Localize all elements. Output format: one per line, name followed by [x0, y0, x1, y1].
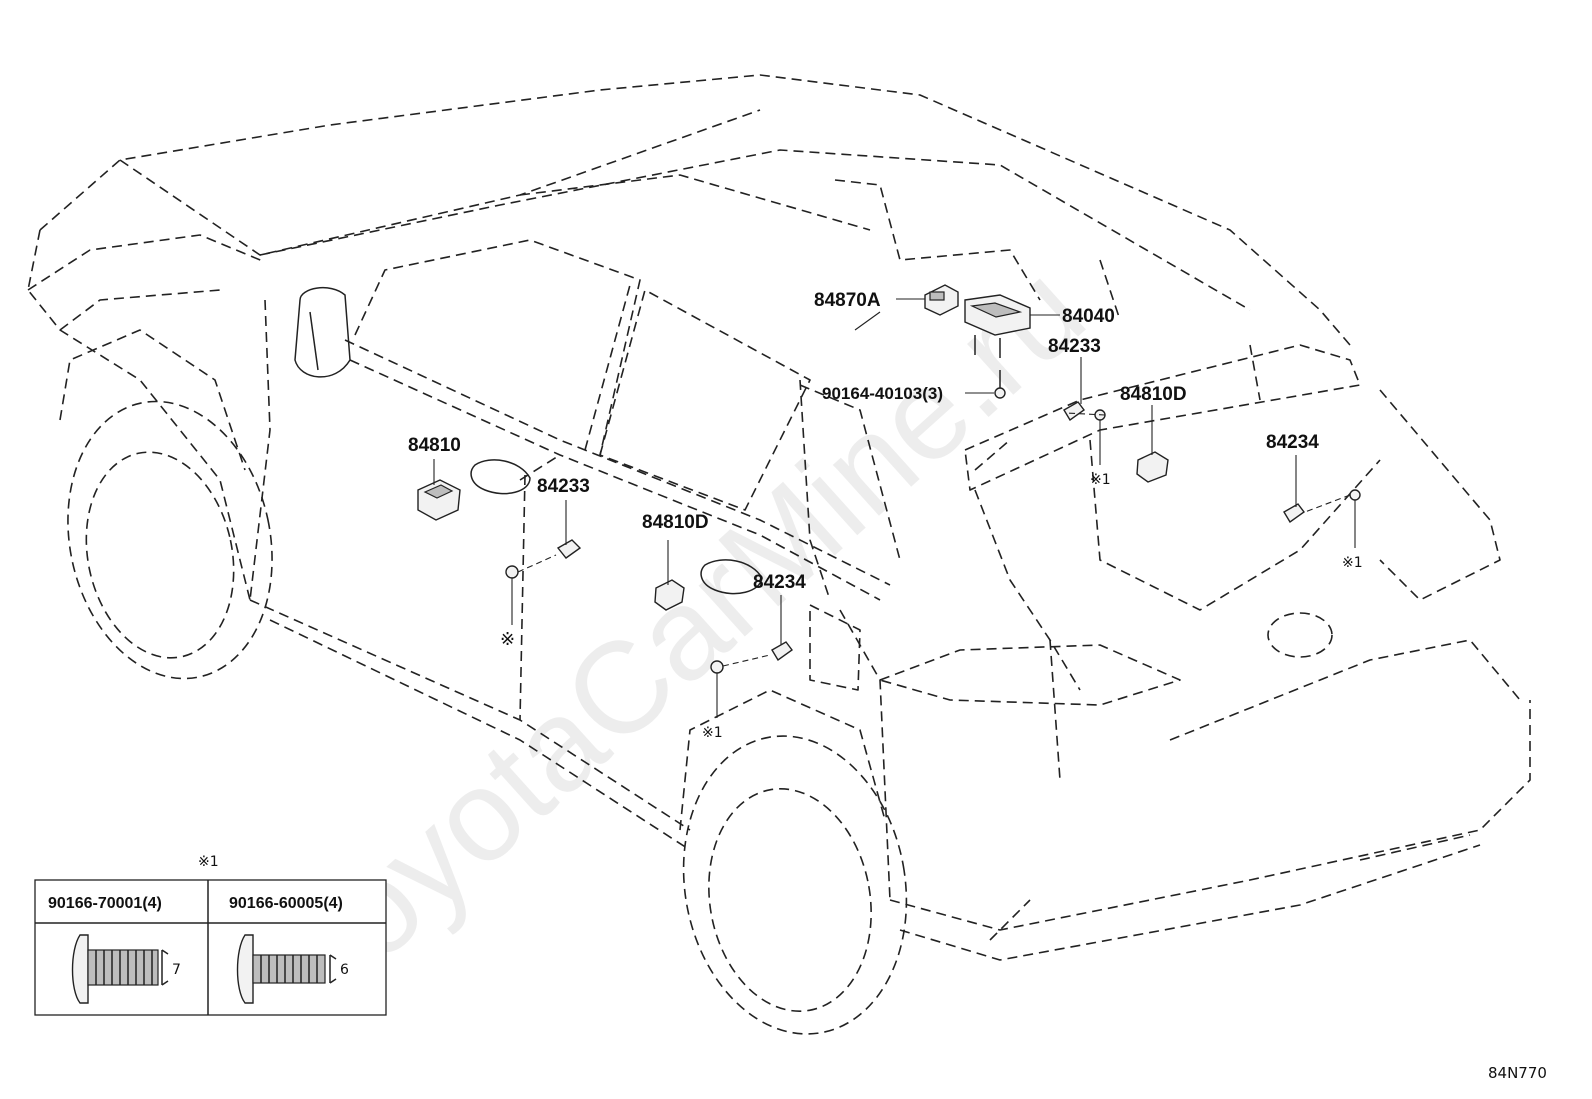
part-screw-mid	[505, 565, 519, 579]
legend-col1-header: 90166-70001(4)	[48, 895, 162, 912]
legend-col1-dim: 7	[172, 962, 181, 978]
fastener-legend-table: ※1 90166-70001(4) 90166-60005(4) 7 6	[34, 854, 387, 1016]
label-84234-mid: 84234	[753, 572, 806, 593]
note-mark-mid: ※	[500, 629, 515, 650]
part-84870a-switch	[924, 284, 959, 316]
part-84233-clip-mid	[556, 539, 582, 559]
part-84040-master-switch	[964, 294, 1031, 358]
label-84233-top: 84233	[1048, 336, 1101, 357]
note-mark-right: ※1	[1342, 555, 1363, 571]
note-mark-top: ※1	[1090, 472, 1111, 488]
note-mark-bottom: ※1	[702, 725, 723, 741]
bolt-icon-90166-60005	[236, 934, 337, 1004]
label-84810d-top: 84810D	[1120, 384, 1187, 405]
part-84234-clip-right	[1283, 503, 1305, 524]
diagram-code: 84N770	[1488, 1064, 1547, 1082]
label-84870a: 84870A	[814, 290, 881, 311]
part-90164-screw	[994, 370, 1006, 399]
part-screw-right	[1349, 489, 1361, 501]
label-84810d-mid: 84810D	[642, 512, 709, 533]
vehicle-outline	[27, 74, 1531, 1035]
part-screw-bottom	[710, 660, 724, 674]
part-84810d-switch-top	[1136, 451, 1169, 483]
bolt-icon-90166-70001	[71, 934, 169, 1004]
label-90164-screw: 90164-40103(3)	[822, 384, 943, 403]
legend-col2-header: 90166-60005(4)	[229, 895, 343, 912]
leader-lines	[433, 298, 1356, 718]
label-84234-right: 84234	[1266, 432, 1319, 453]
door-handle-front	[470, 459, 531, 495]
label-84810: 84810	[408, 435, 461, 456]
part-84810-switch	[417, 479, 461, 521]
part-84233-clip-top	[1063, 401, 1085, 422]
label-84040: 84040	[1062, 306, 1115, 327]
legend-col2-dim: 6	[340, 962, 349, 978]
door-handle-rear	[700, 559, 763, 595]
label-84233-mid: 84233	[537, 476, 590, 497]
part-84810d-switch-mid	[654, 579, 685, 611]
legend-marker: ※1	[198, 854, 219, 870]
